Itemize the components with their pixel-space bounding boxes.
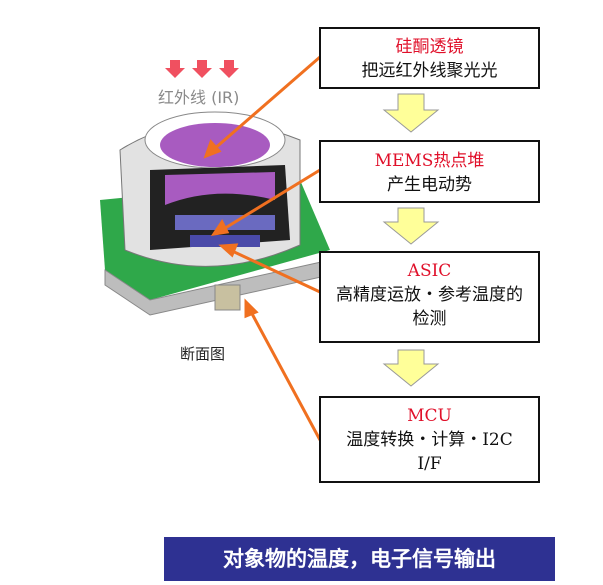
box-title: 硅酮透镜 (395, 37, 464, 57)
section-caption: 断面图 (180, 345, 226, 363)
ir-arrows-icon (165, 60, 239, 78)
flow-arrows (382, 93, 440, 387)
box-body: 高精度运放・参考温度的检测 (336, 285, 523, 329)
sensor-can (119, 111, 301, 267)
mems-box: MEMS热点堆 产生电动势 (319, 140, 540, 203)
box-body: 产生电动势 (387, 175, 472, 195)
lens-box: 硅酮透镜 把远红外线聚光光 (319, 27, 540, 89)
box-title: MEMS热点堆 (374, 151, 485, 171)
box-title: MCU (407, 406, 452, 426)
ir-label: 红外线 (IR) (158, 88, 240, 107)
pointer-arrows (203, 55, 322, 441)
asic-box: ASIC 高精度运放・参考温度的检测 (319, 251, 540, 343)
box-title: ASIC (407, 261, 452, 281)
box-body: 温度转换・计算・I2C I/F (346, 430, 513, 474)
box-body: 把远红外线聚光光 (361, 61, 498, 81)
output-banner: 对象物的温度，电子信号输出 (164, 537, 555, 581)
mcu-box: MCU 温度转换・计算・I2C I/F (319, 396, 540, 483)
